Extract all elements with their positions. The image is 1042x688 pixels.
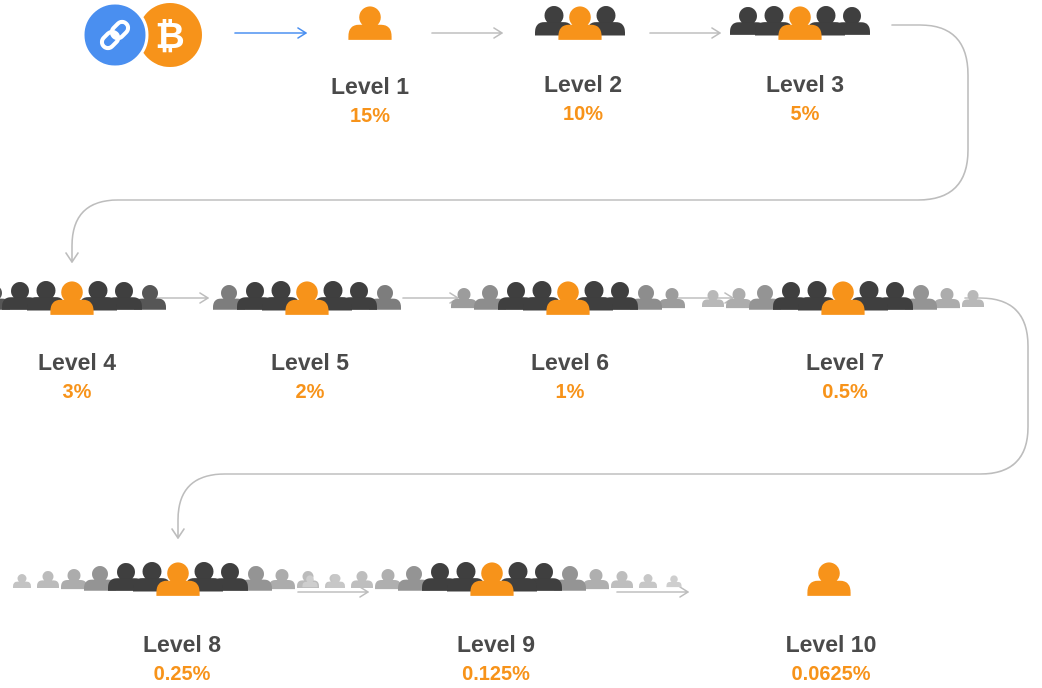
connector-row-1-to-row-2 [65, 24, 969, 263]
crowd-level-7 [702, 281, 984, 315]
crowd-level-8 [13, 562, 343, 596]
level-percent: 0.0625% [791, 663, 871, 685]
person-icon [375, 569, 401, 590]
arrow-level-9-to-10 [616, 586, 689, 598]
level-label: Level 8 [143, 631, 221, 657]
link-icon [81, 1, 149, 69]
level-percent: 0.125% [462, 663, 530, 685]
person-icon [269, 569, 295, 590]
crowd-level-2 [535, 5, 625, 40]
level-percent: 1% [555, 381, 585, 403]
level-6: Level 6 1% [460, 349, 680, 404]
arrow-level-4-to-5 [152, 292, 209, 304]
crowd-level-6 [451, 281, 685, 315]
level-label: Level 6 [531, 349, 609, 375]
level-label: Level 3 [766, 71, 844, 97]
crowd-level-10 [807, 562, 851, 596]
person-icon [611, 571, 633, 589]
level-label: Level 9 [457, 631, 535, 657]
level-8: Level 8 0.25% [72, 631, 292, 686]
svg-text:₿: ₿ [155, 16, 184, 57]
highlight-person-icon [348, 6, 392, 40]
level-percent: 10% [562, 103, 604, 125]
person-icon [13, 574, 31, 588]
source-icons: ₿ [81, 1, 202, 69]
level-7: Level 7 0.5% [735, 349, 955, 404]
level-label: Level 10 [785, 631, 877, 657]
person-icon [37, 571, 59, 589]
level-percent: 0.5% [822, 381, 868, 403]
level-label: Level 7 [806, 349, 884, 375]
person-icon [351, 571, 373, 589]
crowd-level-4 [0, 281, 166, 315]
person-icon [666, 575, 682, 588]
arrow-level-8-to-9 [297, 586, 369, 598]
person-icon [61, 569, 87, 590]
person-icon [583, 569, 609, 590]
level-percent: 0.25% [153, 663, 211, 685]
level-percent: 2% [295, 381, 325, 403]
level-percent: 15% [349, 105, 391, 127]
person-icon [934, 288, 960, 309]
level-percent: 5% [790, 103, 820, 125]
level-percent: 3% [62, 381, 92, 403]
level-10: Level 10 0.0625% [721, 631, 941, 686]
arrow-level-2-to-3 [649, 27, 721, 39]
highlight-person-icon [807, 562, 851, 596]
crowd-level-1 [348, 6, 392, 40]
bitcoin-icon: ₿ [138, 3, 202, 67]
level-9: Level 9 0.125% [386, 631, 606, 686]
crowd-level-5 [213, 281, 401, 315]
crowd-level-9 [302, 562, 682, 596]
level-label: Level 4 [38, 349, 116, 375]
level-4: Level 4 3% [0, 349, 187, 404]
arrow-level-5-to-6 [402, 292, 459, 304]
level-1: Level 1 15% [260, 73, 480, 128]
arrow-level-1-to-2 [431, 27, 503, 39]
person-icon [639, 574, 657, 588]
connectors [65, 24, 1029, 598]
crowd-level-3 [730, 5, 870, 40]
connector-row-2-to-row-3 [171, 297, 1029, 539]
level-2: Level 2 10% [473, 71, 693, 126]
level-3: Level 3 5% [695, 71, 915, 126]
level-label: Level 5 [271, 349, 349, 375]
level-5: Level 5 2% [200, 349, 420, 404]
person-icon [327, 574, 345, 588]
level-label: Level 2 [544, 71, 622, 97]
level-label: Level 1 [331, 73, 409, 99]
arrow-source-to-level-1 [234, 27, 307, 39]
